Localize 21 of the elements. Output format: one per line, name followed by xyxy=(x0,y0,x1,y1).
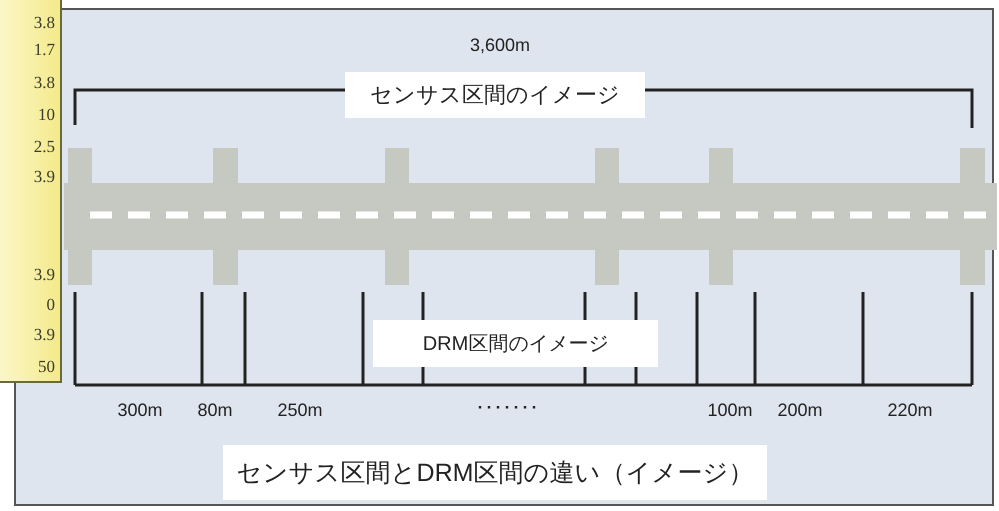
distance-label: 200m xyxy=(778,400,823,420)
value-label: 10 xyxy=(37,105,55,125)
distance-label: ･･･････ xyxy=(476,398,538,418)
value-label: 2.5 xyxy=(32,137,55,157)
label-box: センサス区間のイメージ xyxy=(345,72,645,118)
value-label: 3.8 xyxy=(32,73,55,93)
distance-label: 250m xyxy=(278,400,323,420)
value-label: 1.7 xyxy=(32,40,55,60)
value-label: 3.8 xyxy=(32,13,55,33)
value-label: 0 xyxy=(46,295,55,315)
value-label: 3.9 xyxy=(32,325,55,345)
value-label: 3.9 xyxy=(32,167,55,187)
distance-label: 100m xyxy=(708,400,753,420)
distance-label: 220m xyxy=(888,400,933,420)
caption-box: センサス区間とDRM区間の違い（イメージ） xyxy=(223,445,767,500)
distance-label: 300m xyxy=(118,400,163,420)
value-label: 3.9 xyxy=(32,265,55,285)
value-label: 50 xyxy=(37,357,55,377)
label-box: DRM区間のイメージ xyxy=(373,320,658,367)
distance-label: 80m xyxy=(198,400,233,420)
distance-label: 3,600m xyxy=(470,34,530,56)
